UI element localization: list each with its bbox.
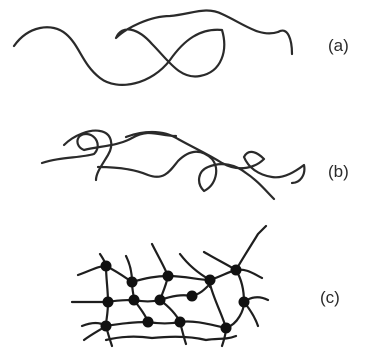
panel-a-chain <box>12 9 294 86</box>
crosslink-node <box>142 316 154 328</box>
crosslink-node <box>128 294 140 306</box>
crosslink-node <box>186 290 198 302</box>
crosslink-node <box>220 322 232 334</box>
panel-b-chain-3 <box>96 150 276 201</box>
crosslink-node <box>100 320 112 332</box>
panel-a-label: (a) <box>328 36 349 55</box>
panel-c: (c) <box>70 224 340 348</box>
network-strand <box>178 252 228 348</box>
crosslink-node <box>238 296 250 308</box>
panel-b: (b) <box>40 129 349 201</box>
crosslink-node <box>154 294 166 306</box>
network-strand <box>234 224 268 272</box>
crosslink-node <box>174 316 186 328</box>
panel-b-chain-4 <box>124 130 306 185</box>
crosslink-node <box>100 260 112 272</box>
network-strand <box>150 242 188 346</box>
panel-c-label: (c) <box>320 288 340 307</box>
network-strand <box>124 254 150 324</box>
crosslink-node <box>204 274 216 286</box>
crosslink-node <box>102 296 114 308</box>
panel-b-chain-1 <box>40 131 178 165</box>
panel-a: (a) <box>12 9 349 86</box>
crosslink-node <box>162 270 174 282</box>
panel-c-crosslinks <box>100 260 250 334</box>
panel-b-label: (b) <box>328 162 349 181</box>
crosslink-node <box>126 276 138 288</box>
network-strand <box>104 334 238 342</box>
panel-b-chain-2 <box>62 129 113 182</box>
crosslink-node <box>230 264 242 276</box>
